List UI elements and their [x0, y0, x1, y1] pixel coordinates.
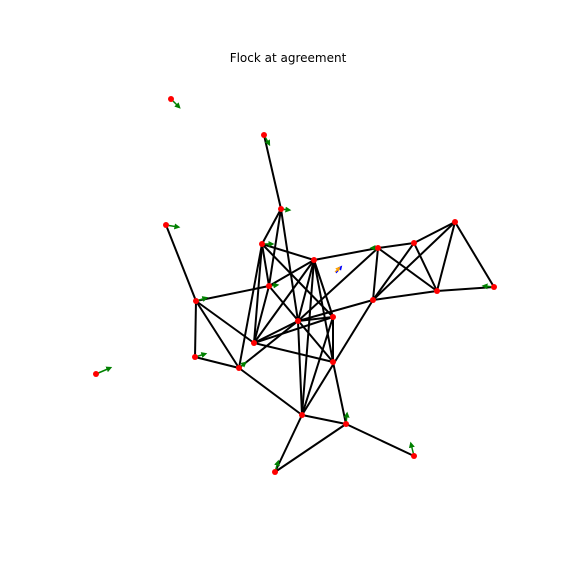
- agent-node-14: [295, 318, 301, 324]
- graph-edge-3-14: [280, 208, 299, 322]
- graph-edge-20-21: [301, 414, 347, 425]
- graph-edge-13-16: [195, 300, 255, 344]
- graph-edge-9-10: [436, 286, 495, 292]
- graph-edge-4-12: [261, 243, 270, 287]
- agent-node-8: [452, 219, 458, 225]
- graph-edge-19-21: [332, 361, 347, 425]
- agent-node-3: [278, 206, 284, 212]
- figure-title: Flock at agreement: [229, 51, 347, 65]
- agent-node-15: [330, 314, 336, 320]
- agent-node-22: [411, 453, 417, 459]
- graph-edge-6-10: [377, 247, 438, 292]
- agent-node-10: [434, 288, 440, 294]
- graph-edge-5-20: [301, 259, 315, 416]
- graph-edge-8-11: [372, 221, 456, 301]
- graph-edge-7-11: [372, 242, 415, 301]
- graph-edge-13-17: [194, 300, 197, 358]
- edge-layer: [165, 134, 495, 473]
- agent-node-23: [272, 469, 278, 475]
- agent-node-16: [251, 340, 257, 346]
- agent-node-18: [236, 365, 242, 371]
- graph-edge-7-10: [413, 242, 438, 292]
- graph-edge-5-12: [268, 259, 315, 287]
- graph-edge-17-18: [194, 356, 240, 369]
- graph-edge-5-16: [253, 259, 315, 344]
- agent-node-6: [375, 245, 381, 251]
- agent-node-0: [168, 96, 174, 102]
- graph-edge-5-6: [313, 247, 379, 261]
- graph-edge-10-11: [372, 290, 438, 301]
- graph-edge-7-8: [413, 221, 456, 244]
- graph-edge-6-14: [297, 247, 379, 322]
- graph-edge-8-10: [436, 221, 456, 292]
- graph-edge-3-4: [261, 208, 282, 245]
- graph-edge-5-15: [313, 259, 334, 318]
- graph-edge-2-13: [165, 224, 197, 302]
- graph-edge-14-16: [253, 320, 299, 344]
- agent-node-2: [163, 222, 169, 228]
- graph-edge-4-15: [261, 243, 334, 318]
- centroid-arrow-1: [334, 266, 341, 273]
- agent-node-20: [299, 412, 305, 418]
- graph-edge-15-16: [253, 316, 334, 344]
- graph-edge-18-20: [238, 367, 303, 416]
- graph-edge-16-19: [253, 342, 334, 363]
- graph-edge-4-18: [238, 243, 263, 369]
- agent-node-24: [93, 371, 99, 377]
- agent-node-21: [343, 421, 349, 427]
- agent-node-5: [311, 257, 317, 263]
- agent-node-7: [411, 240, 417, 246]
- graph-edge-11-14: [297, 299, 374, 322]
- graph-edge-21-22: [345, 423, 415, 457]
- graph-edge-5-19: [313, 259, 334, 363]
- graph-edge-4-16: [253, 243, 263, 344]
- agent-node-17: [192, 354, 198, 360]
- node-layer: [93, 96, 497, 475]
- graph-edge-6-11: [372, 247, 379, 301]
- graph-edge-6-7: [377, 242, 415, 249]
- graph-edge-1-3: [263, 134, 282, 210]
- graph-edge-12-16: [253, 285, 270, 344]
- agent-node-9: [491, 284, 497, 290]
- graph-edge-8-9: [454, 221, 495, 288]
- graph-edge-15-20: [301, 316, 334, 416]
- agent-node-19: [330, 359, 336, 365]
- agent-node-11: [370, 297, 376, 303]
- graph-edge-21-23: [274, 423, 347, 473]
- agent-node-12: [266, 283, 272, 289]
- agent-node-1: [261, 132, 267, 138]
- graph-edge-14-20: [297, 320, 303, 416]
- agent-node-4: [259, 241, 265, 247]
- graph-edge-14-15: [297, 316, 334, 322]
- graph-edge-11-20: [301, 299, 374, 416]
- agent-node-13: [193, 298, 199, 304]
- graph-edge-14-18: [238, 320, 299, 369]
- graph-edge-5-14: [297, 259, 315, 322]
- graph-edge-13-18: [195, 300, 240, 369]
